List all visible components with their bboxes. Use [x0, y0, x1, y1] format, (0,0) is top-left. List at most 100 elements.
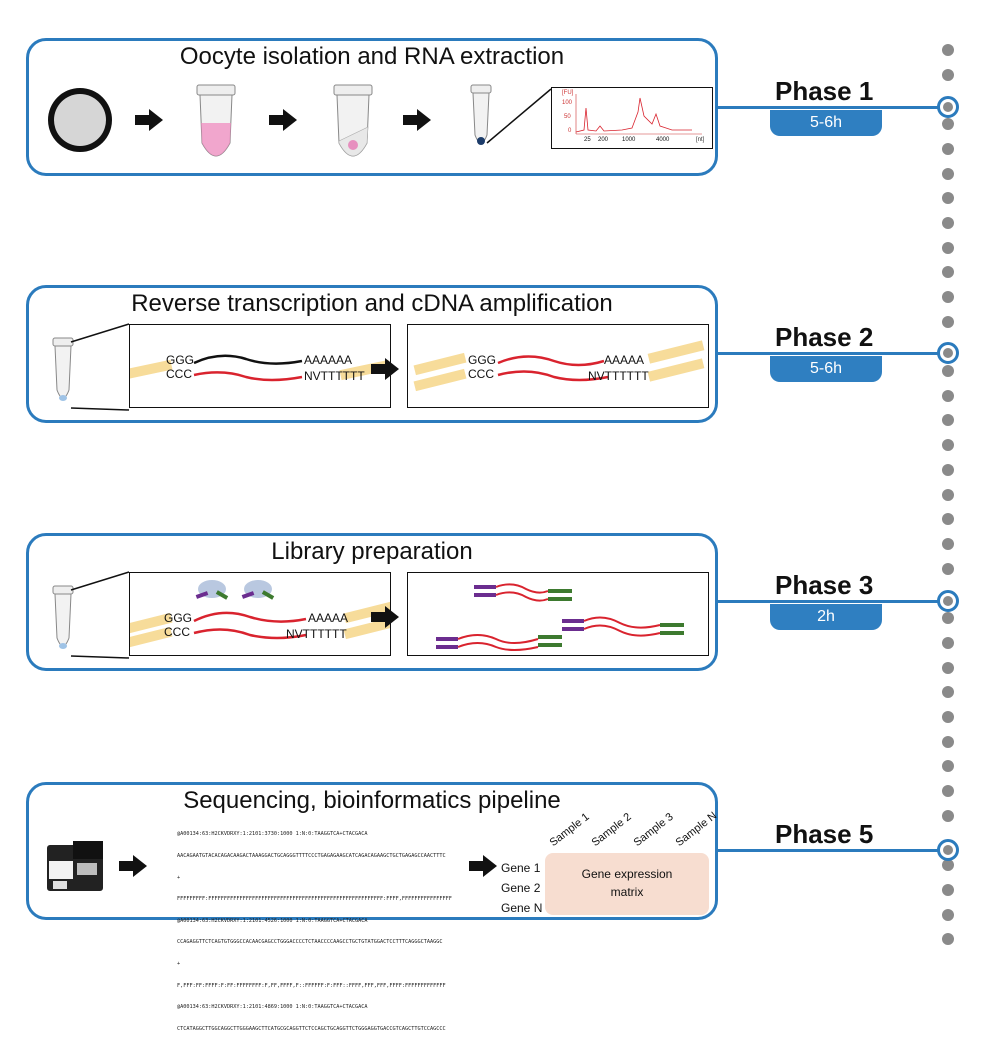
library-bottom-left: CCC	[164, 625, 190, 639]
sample-label: Sample N	[673, 809, 720, 849]
library-fragment	[474, 583, 572, 602]
timeline-dot	[942, 884, 954, 896]
rt-left-top-left: GGG	[166, 353, 195, 367]
library-fragment	[436, 634, 562, 651]
timeline-dot	[942, 513, 954, 525]
arrow-right-icon	[403, 109, 431, 131]
tube-icon	[333, 84, 373, 157]
bioanalyzer-box: [FU] [nt] 100 50 0 25 200 1000 4000	[551, 87, 713, 149]
rt-left-top-right: AAAAAA	[304, 353, 353, 367]
timeline-dot	[942, 414, 954, 426]
bioanalyzer-plot-icon	[575, 94, 702, 135]
timeline-dot	[942, 242, 954, 254]
phase-1-title: Oocyte isolation and RNA extraction	[179, 43, 565, 70]
timeline-dot	[942, 933, 954, 945]
library-top-left: GGG	[164, 611, 193, 625]
timeline-dot	[942, 711, 954, 723]
rt-right-bottom-left: CCC	[468, 367, 494, 381]
phase-2-duration: 5-6h	[770, 356, 882, 382]
tagmentation-enzyme-icon	[195, 580, 229, 600]
tube-icon	[470, 84, 492, 145]
timeline-dot	[942, 810, 954, 822]
timeline-dot	[942, 859, 954, 871]
tube-icon	[196, 84, 236, 157]
gene-expression-matrix: Gene expression matrix	[545, 853, 709, 915]
rt-right-diagram	[413, 340, 705, 392]
library-top-right: AAAAA	[308, 611, 349, 625]
bioanalyzer-x-tick: 200	[598, 137, 609, 143]
bioanalyzer-y-unit: [FU]	[562, 90, 574, 96]
phase-5-node	[937, 839, 959, 861]
timeline-dot	[942, 69, 954, 81]
rt-right-top-right: AAAAA	[604, 353, 645, 367]
phase-2-label: Phase 2	[775, 322, 874, 352]
phase-5-connector	[718, 849, 938, 852]
timeline-dot	[942, 489, 954, 501]
timeline-dot	[942, 143, 954, 155]
rt-right-box: GGG CCC AAAAA NVTTTTTT	[407, 324, 709, 408]
library-left-box: GGG CCC AAAAA NVTTTTTT	[129, 572, 391, 656]
bioanalyzer-x-unit: [nt]	[696, 137, 705, 143]
matrix-label-line: Gene expression	[581, 867, 673, 881]
fastq-line: CTCATAGGCTTGGCAGGCTTGGGAAGCTTCATGCGCAGGT…	[177, 1025, 446, 1032]
timeline-dot	[942, 736, 954, 748]
phase-1-panel: Oocyte isolation and RNA extraction	[26, 38, 718, 176]
timeline-dot	[942, 538, 954, 550]
rt-left-bottom-right: NVTTTTTT	[304, 369, 365, 383]
library-right-box	[407, 572, 709, 656]
fastq-line: CCAGAGGTTCTCAGTGTGGGCCACAACGAGCCTGGGACCC…	[177, 939, 443, 946]
timeline-dot	[942, 192, 954, 204]
library-fragments	[436, 583, 684, 651]
timeline-dot	[942, 168, 954, 180]
sequencer-icon	[47, 841, 103, 891]
sample-label: Sample 3	[631, 810, 676, 849]
gene-label: Gene N	[501, 901, 543, 915]
phase-1-connector	[718, 106, 938, 109]
timeline-dot	[942, 316, 954, 328]
timeline-dot	[942, 217, 954, 229]
sample-label: Sample 2	[589, 810, 634, 849]
bioanalyzer-y-tick: 50	[564, 114, 571, 120]
bioanalyzer-x-tick: 25	[584, 137, 591, 143]
fastq-line: AACAGAATGTACACAGACAAGACTAAAGGACTGCAGGGTT…	[177, 853, 446, 860]
timeline-dot	[942, 464, 954, 476]
arrow-right-icon	[371, 606, 399, 628]
phase-3-node	[937, 590, 959, 612]
phase-3-label: Phase 3	[775, 570, 874, 600]
rt-left-box: GGG CCC AAAAAA NVTTTTTT	[129, 324, 391, 408]
petri-dish-icon	[48, 88, 112, 152]
fastq-line: +	[177, 874, 181, 881]
phase-5-panel: Sequencing, bioinformatics pipeline @A00…	[26, 782, 720, 1032]
fastq-line: +	[177, 961, 181, 968]
timeline-dot	[942, 563, 954, 575]
phase-1-node	[937, 96, 959, 118]
library-bottom-right: NVTTTTTT	[286, 627, 347, 641]
rt-left-bottom-left: CCC	[166, 367, 192, 381]
timeline-dot	[942, 439, 954, 451]
phase-1-duration: 5-6h	[770, 110, 882, 136]
timeline-dot	[942, 612, 954, 624]
arrow-right-icon	[269, 109, 297, 131]
rt-right-top-left: GGG	[468, 353, 497, 367]
bioanalyzer-x-tick: 4000	[656, 137, 670, 143]
timeline-dot	[942, 637, 954, 649]
arrow-right-icon	[119, 855, 147, 877]
timeline-dot	[942, 390, 954, 402]
bioanalyzer-y-tick: 0	[568, 128, 572, 134]
fastq-line: FFFFFFFFF:FFFFFFFFFFFFFFFFFFFFFFFFFFFFFF…	[177, 896, 452, 903]
bioanalyzer-x-tick: 1000	[622, 137, 636, 143]
fastq-line: @A00134:63:H2CKVDRXY:1:2101:4869:1000 1:…	[177, 1004, 368, 1011]
fastq-line: @A00134:63:H2CKVDRXY:1:2101:3730:1000 1:…	[177, 831, 368, 838]
timeline-dot	[942, 662, 954, 674]
phase-5-label: Phase 5	[775, 819, 874, 849]
tagmentation-enzyme-icon	[241, 580, 275, 600]
timeline-dot	[942, 760, 954, 772]
phase-3-panel: Library preparation	[26, 533, 718, 671]
fastq-line: @A00134:63:H2CKVDRXY:1:2101:4526:1000 1:…	[177, 917, 368, 924]
phase-1-label: Phase 1	[775, 76, 874, 106]
phase-2-title: Reverse transcription and cDNA amplifica…	[131, 290, 613, 317]
library-left-diagram	[130, 580, 390, 650]
library-fragment	[562, 616, 684, 637]
arrow-right-icon	[371, 358, 399, 380]
gene-label: Gene 1	[501, 861, 541, 875]
